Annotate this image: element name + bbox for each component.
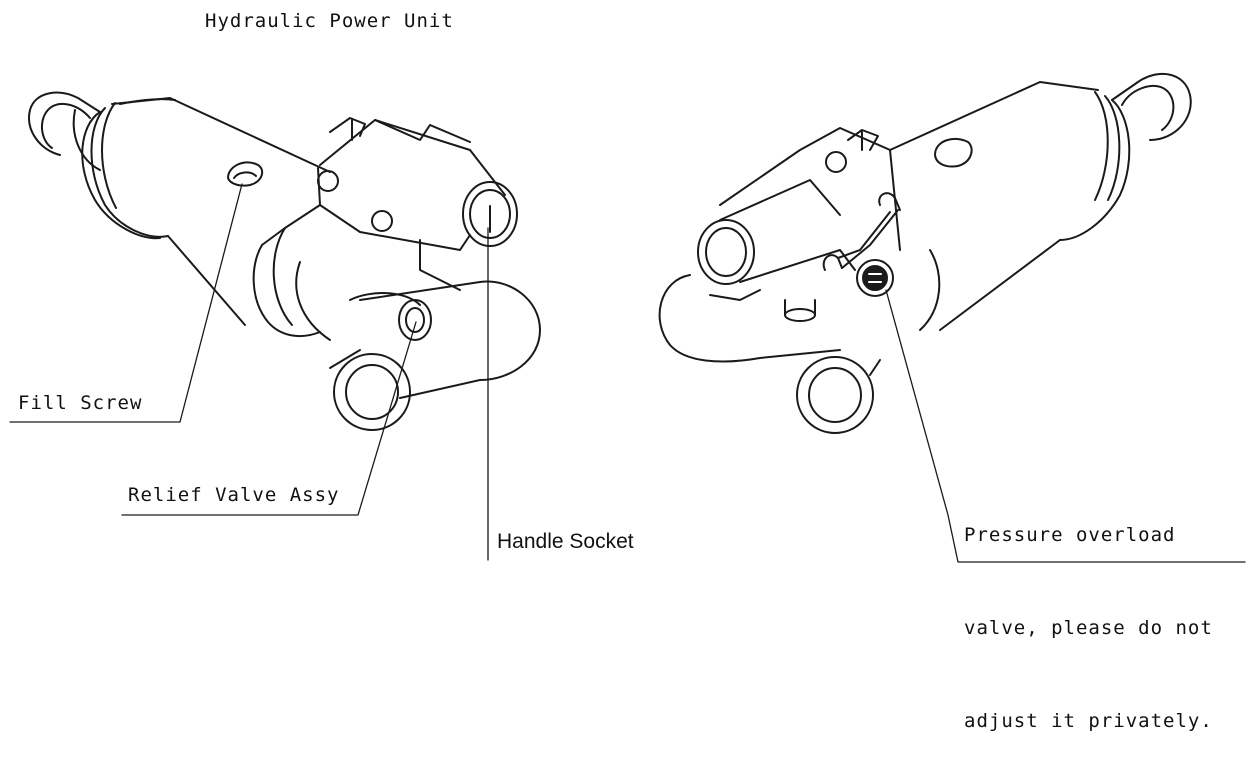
fill-screw-leader xyxy=(9,183,243,423)
label-fill-screw: Fill Screw xyxy=(18,392,143,414)
left-power-unit xyxy=(28,91,541,431)
pressure-line-2: valve, please do not xyxy=(964,617,1213,639)
diagram-title: Hydraulic Power Unit xyxy=(205,10,454,32)
diagram-canvas xyxy=(9,73,1246,563)
label-pressure-overload-valve: Pressure overload valve, please do not a… xyxy=(964,458,1213,768)
label-handle-socket: Handle Socket xyxy=(497,530,634,553)
pressure-line-1: Pressure overload xyxy=(964,524,1176,546)
right-power-unit xyxy=(658,73,1192,434)
relief-valve-leader xyxy=(121,321,417,516)
leader-lines xyxy=(9,183,1246,563)
label-relief-valve-assy: Relief Valve Assy xyxy=(128,484,340,506)
pressure-line-3: adjust it privately. xyxy=(964,710,1213,732)
pressure-overload-leader xyxy=(885,289,1246,563)
